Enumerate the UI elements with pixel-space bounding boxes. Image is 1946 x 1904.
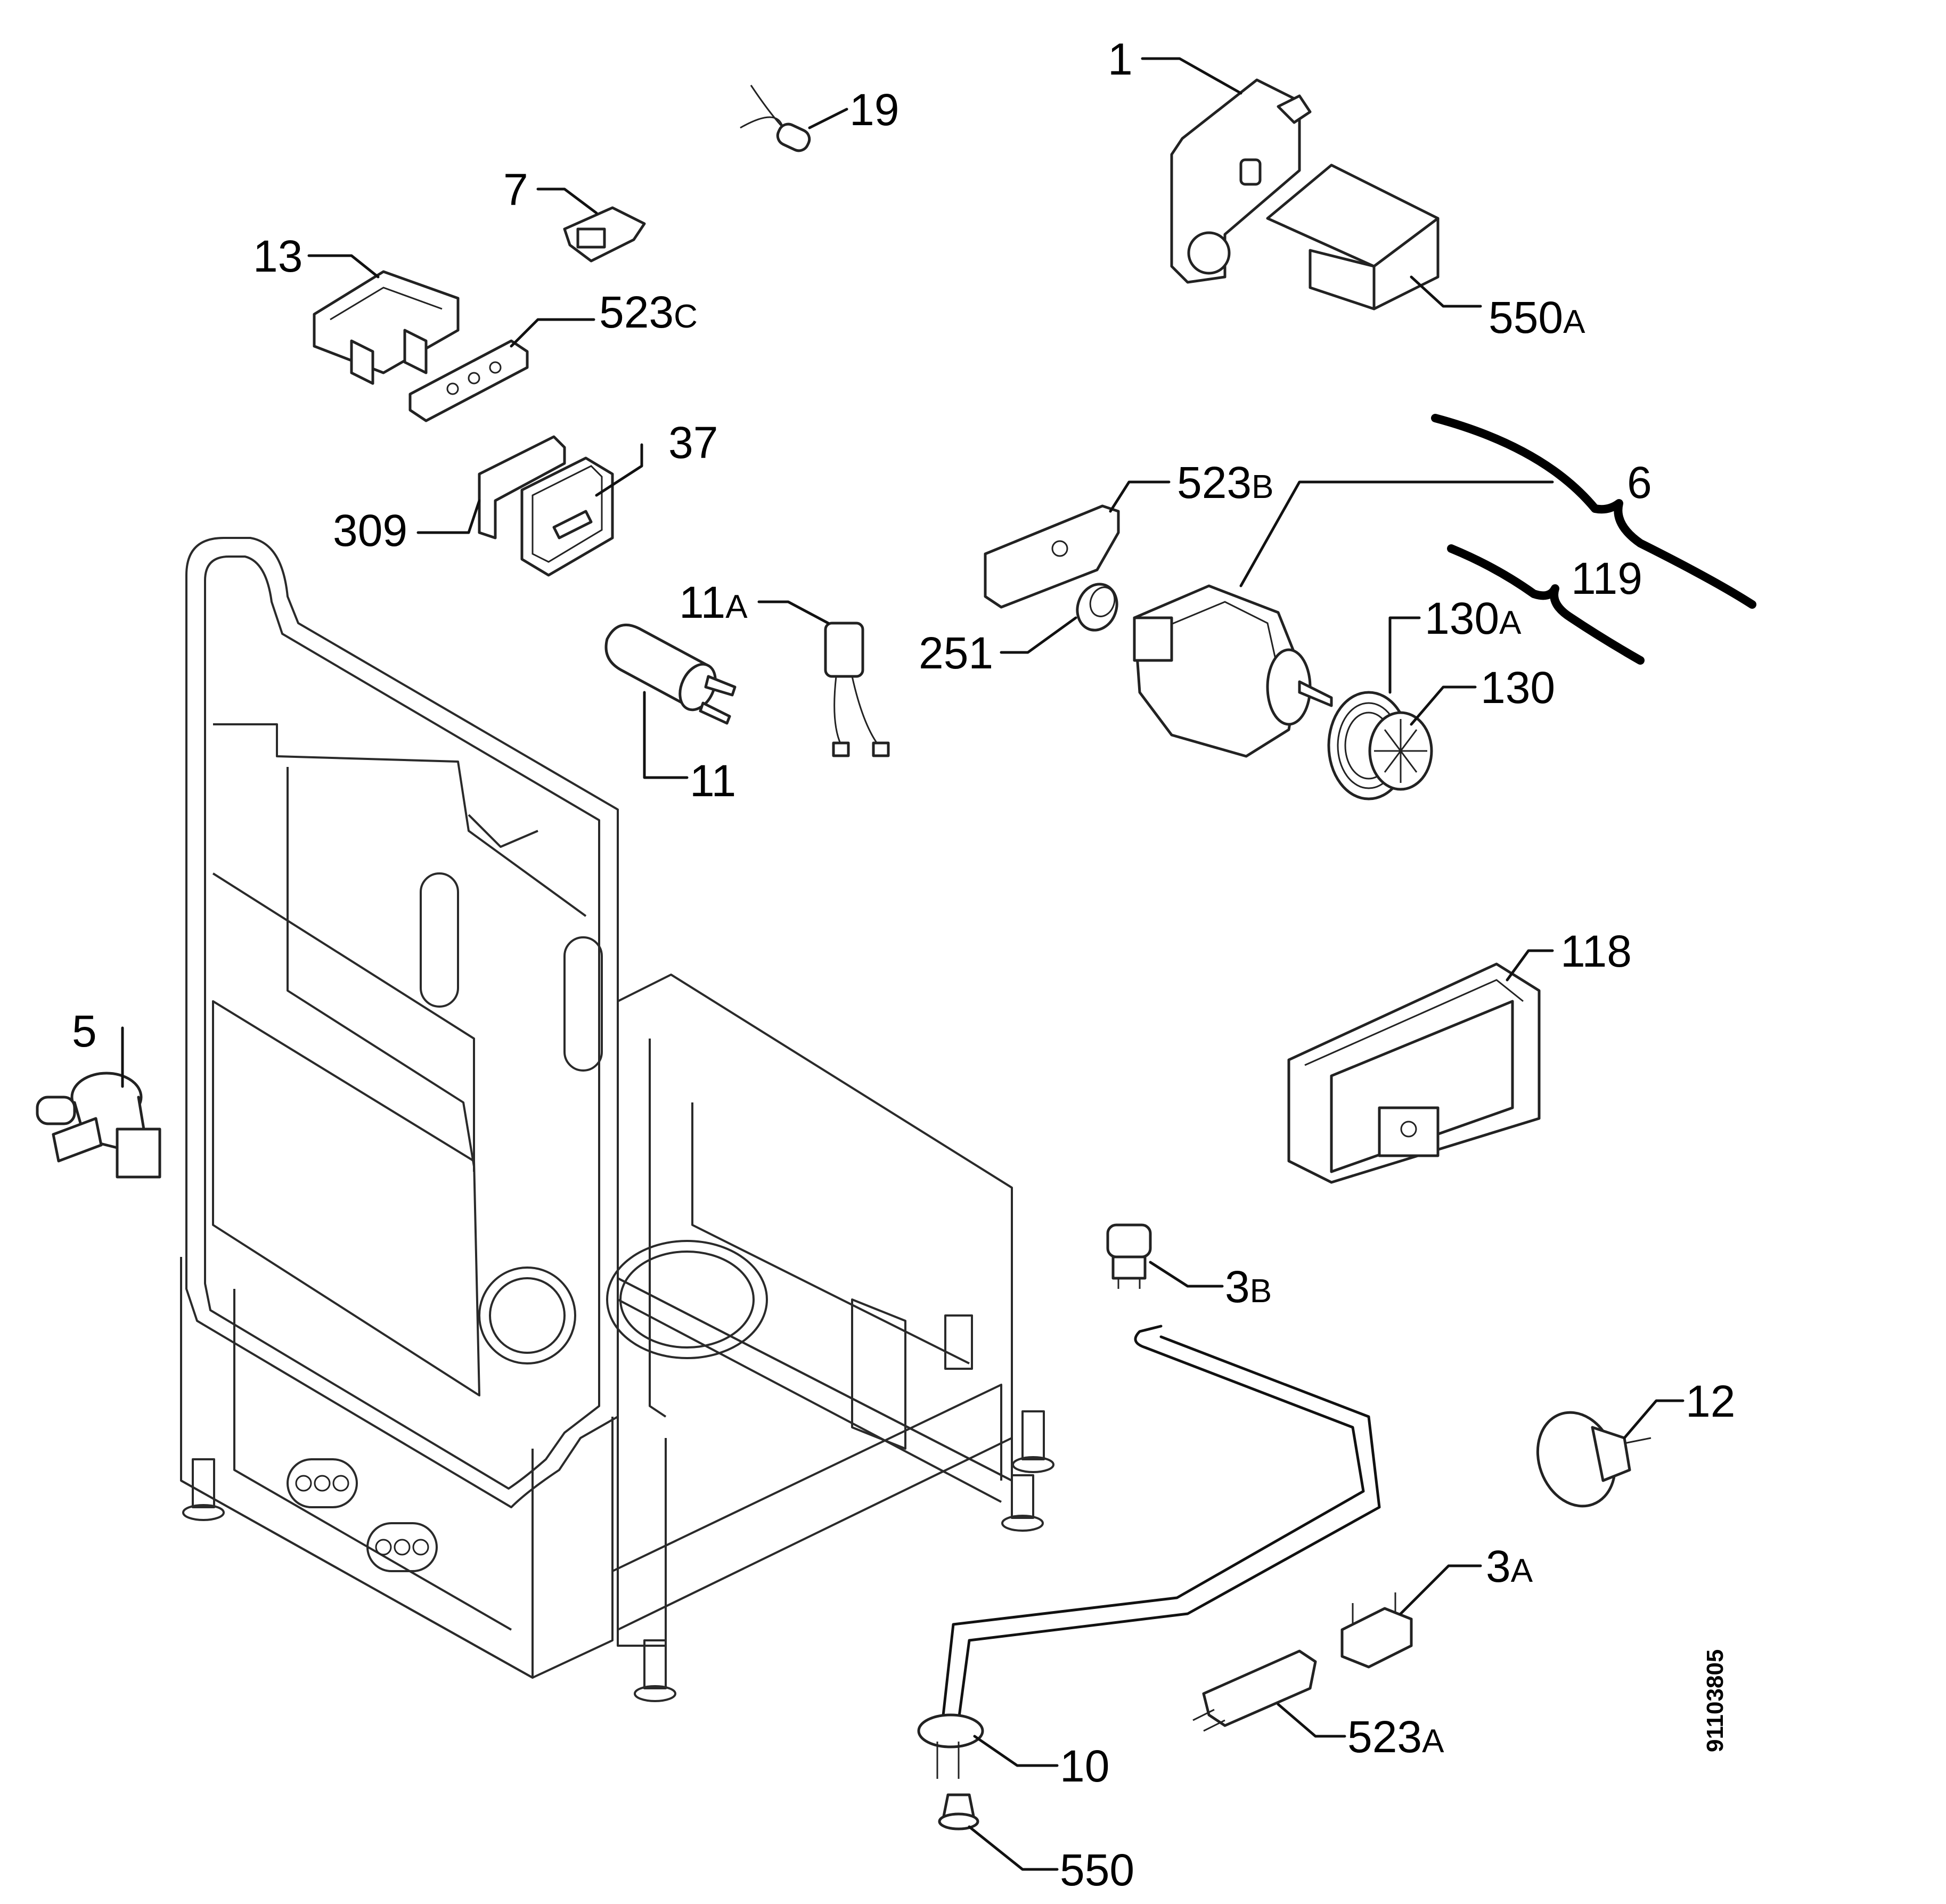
callout-13: 13 [253,231,302,281]
leader-lines [121,57,1685,1871]
part-130-pump [1327,691,1433,800]
callout-119: 119 [1571,553,1642,603]
callout-309: 309 [333,505,407,555]
part-550-plug [938,1793,979,1831]
callout-130a: 130A [1425,593,1522,643]
part-5-valve [36,1072,161,1179]
part-10-heater [917,1325,1381,1779]
callout-19: 19 [849,85,899,135]
part-523c-bracket [408,339,529,422]
callout-550a: 550A [1489,292,1585,342]
document-number: 91103805 [1702,1649,1728,1752]
callout-251: 251 [919,628,993,678]
part-550a-box [1266,164,1440,310]
part-1-timer [1170,78,1312,284]
callout-11a: 11A [679,577,748,627]
callout-523c: 523C [599,287,698,337]
part-11-capacitor [604,623,737,725]
callout-6: 6 [1627,457,1652,508]
part-523a-bracket [1192,1649,1317,1732]
callout-7: 7 [503,165,528,215]
callout-523a: 523A [1347,1712,1444,1762]
part-19-sensor [740,85,811,152]
callout-3b: 3B [1225,1262,1272,1312]
part-251-cap [1076,583,1118,632]
callout-37: 37 [668,418,718,468]
part-13-switch [313,270,460,385]
part-12-pressure-switch [1536,1411,1651,1508]
callout-10: 10 [1060,1741,1109,1791]
brace-6 [1431,414,1756,609]
part-118-housing [1287,962,1541,1184]
callout-labels: 1 19 7 13 523C 550A 37 309 523B 6 119 11… [72,34,1735,1895]
part-309-frame [478,435,566,540]
base-frame [180,537,1054,1702]
callout-550: 550 [1060,1845,1134,1895]
brace-119 [1447,544,1645,665]
callout-130: 130 [1481,663,1555,713]
callout-1: 1 [1108,34,1133,84]
part-11a-suppressor [824,622,890,757]
callout-3a: 3A [1486,1541,1533,1591]
part-7 [563,206,646,263]
callout-118: 118 [1560,926,1632,976]
part-523b-bracket [984,504,1120,609]
part-6-motor [1133,584,1333,758]
callout-523b: 523B [1177,457,1274,508]
part-3b-thermostat [1106,1223,1152,1289]
callout-12: 12 [1686,1376,1735,1426]
callout-5: 5 [72,1006,97,1056]
part-3a-thermostat [1340,1592,1413,1669]
part-37-relay [520,456,614,577]
callout-11: 11 [690,756,736,806]
frame-feet [182,1410,1054,1702]
